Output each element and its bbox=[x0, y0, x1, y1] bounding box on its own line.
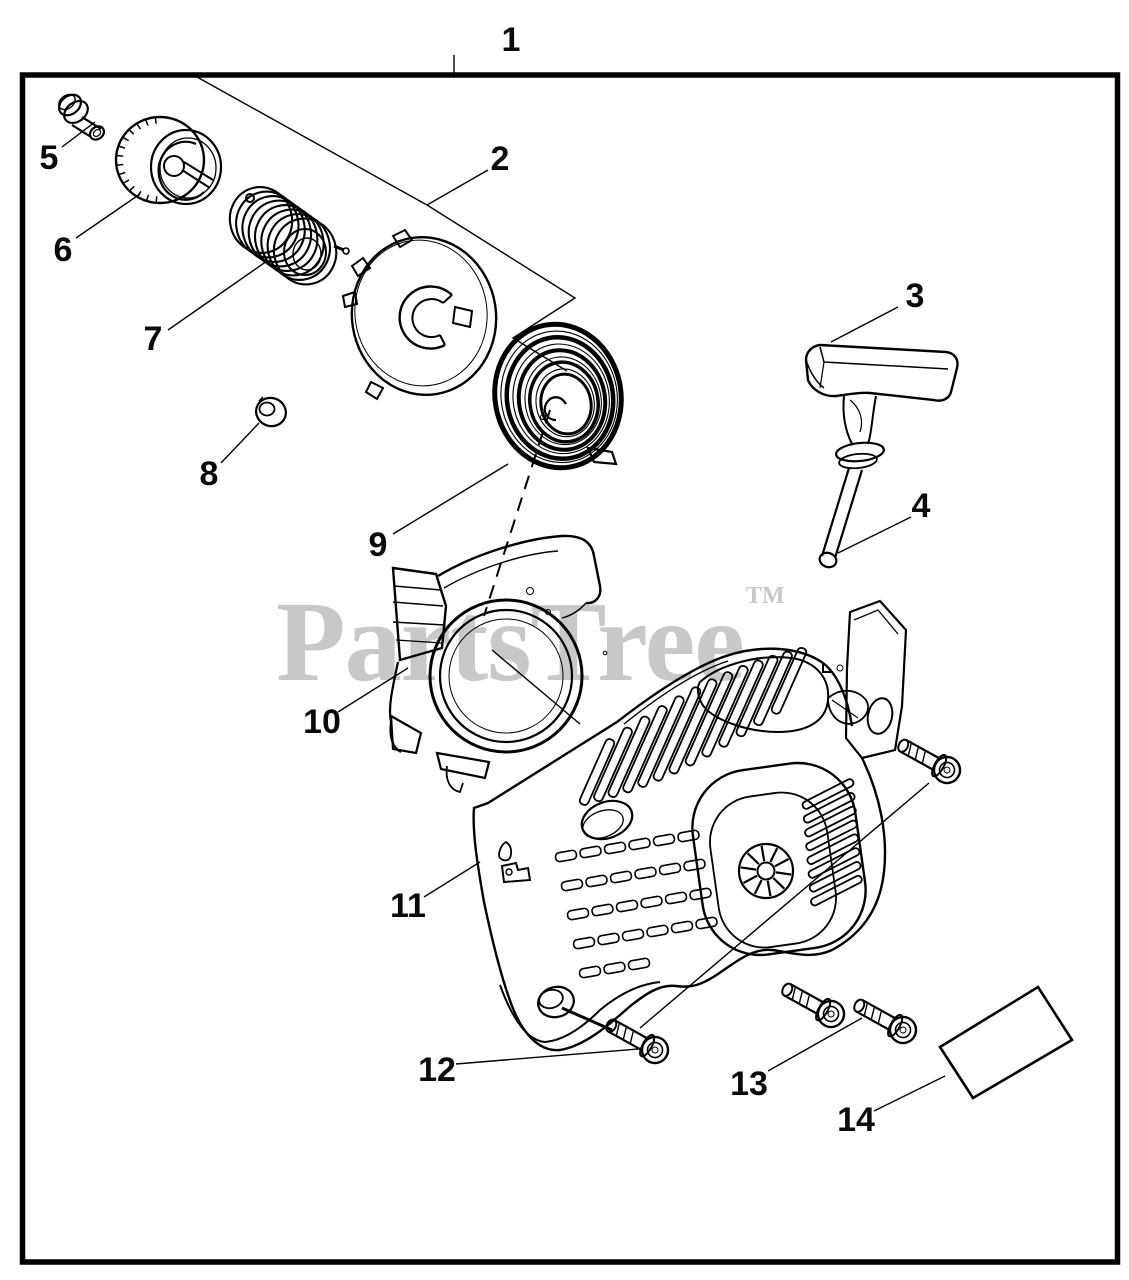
screw-13b bbox=[853, 998, 918, 1045]
part-11-engine-cover bbox=[472, 599, 908, 1052]
assembly-axis-line bbox=[491, 649, 581, 725]
part-6-starter-knob bbox=[114, 115, 223, 206]
screw-12b bbox=[897, 738, 962, 785]
leader-13 bbox=[767, 1017, 863, 1072]
callout-5: 5 bbox=[39, 139, 59, 177]
callout-13: 13 bbox=[730, 1065, 768, 1103]
callout-7: 7 bbox=[143, 320, 163, 358]
part-7-spring bbox=[228, 186, 350, 286]
callout-10: 10 bbox=[303, 703, 341, 741]
part-12-13-screws bbox=[605, 738, 962, 1065]
diagram-border bbox=[19, 72, 1121, 1265]
assembly-axis-dashed-line bbox=[483, 409, 551, 617]
leader-4 bbox=[837, 516, 912, 554]
callout-11: 11 bbox=[390, 887, 426, 925]
leader-8 bbox=[220, 422, 260, 464]
callout-3: 3 bbox=[905, 277, 925, 315]
leader-5 bbox=[61, 121, 96, 148]
leader-7 bbox=[167, 260, 268, 331]
callout-2: 2 bbox=[490, 140, 510, 178]
screw-12a bbox=[605, 1018, 670, 1065]
callout-9: 9 bbox=[368, 526, 388, 564]
screw-13a bbox=[781, 982, 846, 1029]
part-2-starter-pulley bbox=[341, 228, 498, 401]
part-9-recoil-spring bbox=[492, 321, 624, 471]
leader-lines bbox=[61, 55, 946, 1112]
part-4-starter-rope bbox=[818, 467, 864, 569]
part-3-starter-handle bbox=[804, 343, 959, 470]
callout-4: 4 bbox=[911, 487, 931, 525]
callout-6: 6 bbox=[53, 231, 73, 269]
leader-11 bbox=[423, 861, 481, 898]
part-8-nut bbox=[255, 396, 287, 428]
callout-12: 12 bbox=[418, 1051, 456, 1089]
leader-3 bbox=[830, 306, 899, 343]
leader-12 bbox=[455, 1048, 639, 1065]
leader-14 bbox=[873, 1075, 946, 1112]
watermark-tm: TM bbox=[745, 583, 785, 609]
part-10-fan-housing bbox=[388, 534, 608, 794]
leader-2 bbox=[426, 169, 489, 206]
leader-2-chain bbox=[196, 76, 577, 372]
part-14-decal bbox=[938, 985, 1074, 1100]
leader-6 bbox=[75, 193, 141, 239]
leader-9 bbox=[392, 463, 509, 535]
leader-12-chain bbox=[639, 782, 930, 1029]
callout-8: 8 bbox=[199, 455, 219, 493]
part-5-screw bbox=[57, 93, 106, 141]
leader-10 bbox=[337, 667, 409, 713]
callout-1: 1 bbox=[501, 21, 521, 59]
callout-14: 14 bbox=[837, 1101, 875, 1139]
